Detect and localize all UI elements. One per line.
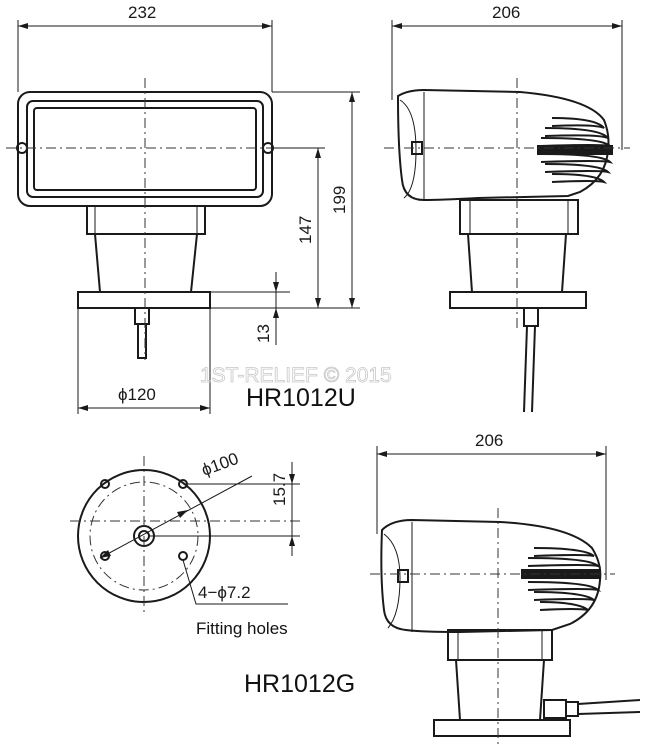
front-lamp-housing — [17, 91, 273, 207]
hole-spec-label: 4−ϕ7.2 — [198, 583, 251, 602]
side-lower-housing — [380, 518, 602, 634]
dimension-206-upper: 206 — [391, 3, 623, 150]
front-neck — [86, 205, 206, 235]
front-cable — [137, 323, 147, 359]
dimension-206-lower: 206 — [376, 431, 607, 580]
center-height-label: 147 — [296, 216, 315, 244]
side-upper-housing — [396, 88, 610, 202]
bolt-offset-label: 15.7 — [270, 473, 289, 506]
side-lower-neck — [447, 629, 553, 661]
side-lower-knob — [397, 569, 409, 583]
fitting-hole-4 — [178, 551, 188, 561]
model-label-upper: HR1012U — [246, 384, 356, 412]
side-lower-gland — [543, 699, 567, 719]
base-top-view: ϕ100 15.7 4−ϕ7.2 — [70, 449, 300, 616]
side-lower-cable — [577, 699, 641, 715]
dimension-base-diameter: ϕ120 — [77, 308, 211, 414]
front-width-label: 232 — [128, 3, 156, 22]
side-view-lower — [370, 508, 641, 745]
side-upper-cable — [523, 325, 536, 413]
overall-height-label: 199 — [330, 186, 349, 214]
model-label-lower: HR1012G — [244, 670, 355, 698]
side-upper-grille — [537, 117, 614, 184]
side-depth-lower-label: 206 — [475, 431, 503, 450]
base-thickness-label: 13 — [254, 324, 273, 343]
dimension-232: 232 — [17, 3, 273, 92]
base-diameter-label: ϕ120 — [118, 385, 156, 404]
side-upper-gland — [523, 307, 539, 327]
side-lower-grille — [521, 547, 602, 611]
side-depth-upper-label: 206 — [492, 3, 520, 22]
side-lower-base — [433, 719, 571, 737]
bolt-circle-label: ϕ100 — [199, 449, 241, 480]
side-upper-neck — [459, 199, 579, 235]
front-cable-gland — [134, 307, 150, 325]
side-lower-pedestal — [455, 659, 545, 721]
front-view — [6, 78, 300, 360]
watermark: 1ST-RELIEF © 2015 — [200, 364, 392, 387]
fitting-holes-label: Fitting holes — [196, 619, 288, 638]
side-view-upper — [384, 78, 630, 413]
front-base-flange — [77, 291, 211, 309]
side-upper-base — [449, 291, 587, 309]
front-pedestal — [94, 233, 198, 293]
fitting-hole-1 — [100, 479, 110, 489]
vertical-dimensions: 199 147 13 — [210, 91, 360, 345]
